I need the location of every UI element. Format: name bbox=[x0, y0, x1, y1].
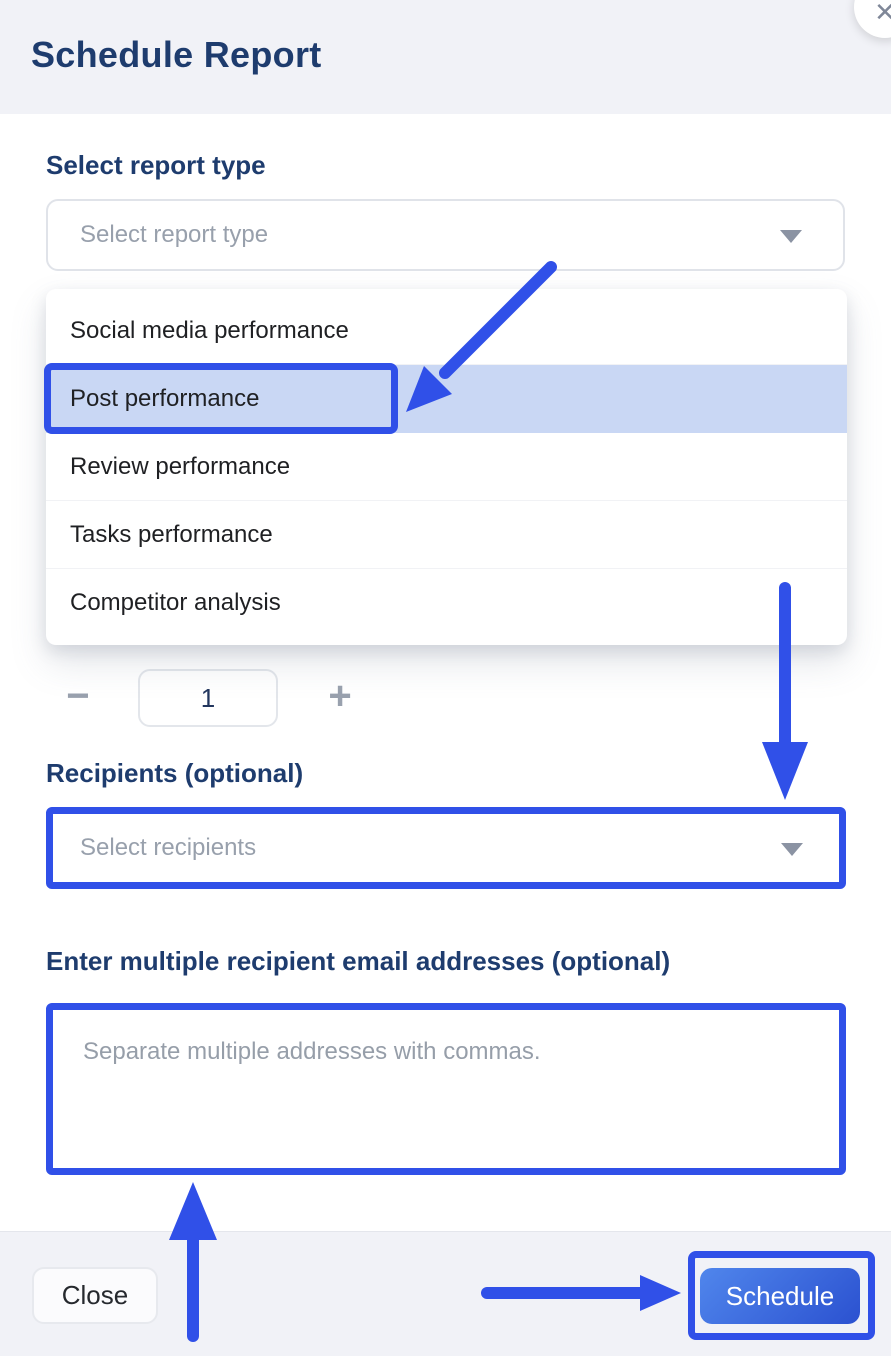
increment-button[interactable]: + bbox=[318, 674, 362, 718]
decrement-button[interactable]: − bbox=[56, 674, 100, 718]
emails-textarea[interactable] bbox=[53, 1010, 839, 1168]
emails-field-annotation bbox=[46, 1003, 846, 1175]
option-post-performance[interactable]: Post performance bbox=[46, 365, 847, 433]
option-social-media-performance[interactable]: Social media performance bbox=[46, 297, 847, 365]
minus-icon: − bbox=[66, 673, 90, 718]
option-review-performance[interactable]: Review performance bbox=[46, 433, 847, 501]
modal-footer: Close Schedule bbox=[0, 1231, 891, 1356]
report-type-dropdown-menu: Social media performance Post performanc… bbox=[46, 289, 847, 645]
modal-title: Schedule Report bbox=[31, 34, 322, 75]
chevron-down-icon bbox=[781, 843, 803, 856]
recipients-label: Recipients (optional) bbox=[46, 758, 304, 788]
recipients-select[interactable]: Select recipients bbox=[46, 807, 846, 889]
schedule-button[interactable]: Schedule bbox=[700, 1268, 860, 1324]
run-count-input[interactable] bbox=[140, 671, 276, 725]
report-type-label: Select report type bbox=[46, 150, 266, 180]
option-tasks-performance[interactable]: Tasks performance bbox=[46, 501, 847, 569]
plus-icon: + bbox=[328, 673, 352, 718]
emails-label: Enter multiple recipient email addresses… bbox=[46, 946, 671, 976]
close-button[interactable]: Close bbox=[32, 1267, 158, 1324]
option-competitor-analysis[interactable]: Competitor analysis bbox=[70, 589, 281, 616]
recipients-placeholder: Select recipients bbox=[80, 834, 257, 861]
chevron-down-icon bbox=[780, 230, 802, 243]
report-type-select[interactable]: Select report type bbox=[46, 199, 845, 271]
modal-header: Schedule Report bbox=[0, 0, 891, 114]
run-count-field bbox=[138, 669, 278, 727]
report-type-placeholder: Select report type bbox=[80, 221, 269, 248]
close-icon: ✕ bbox=[874, 0, 891, 27]
